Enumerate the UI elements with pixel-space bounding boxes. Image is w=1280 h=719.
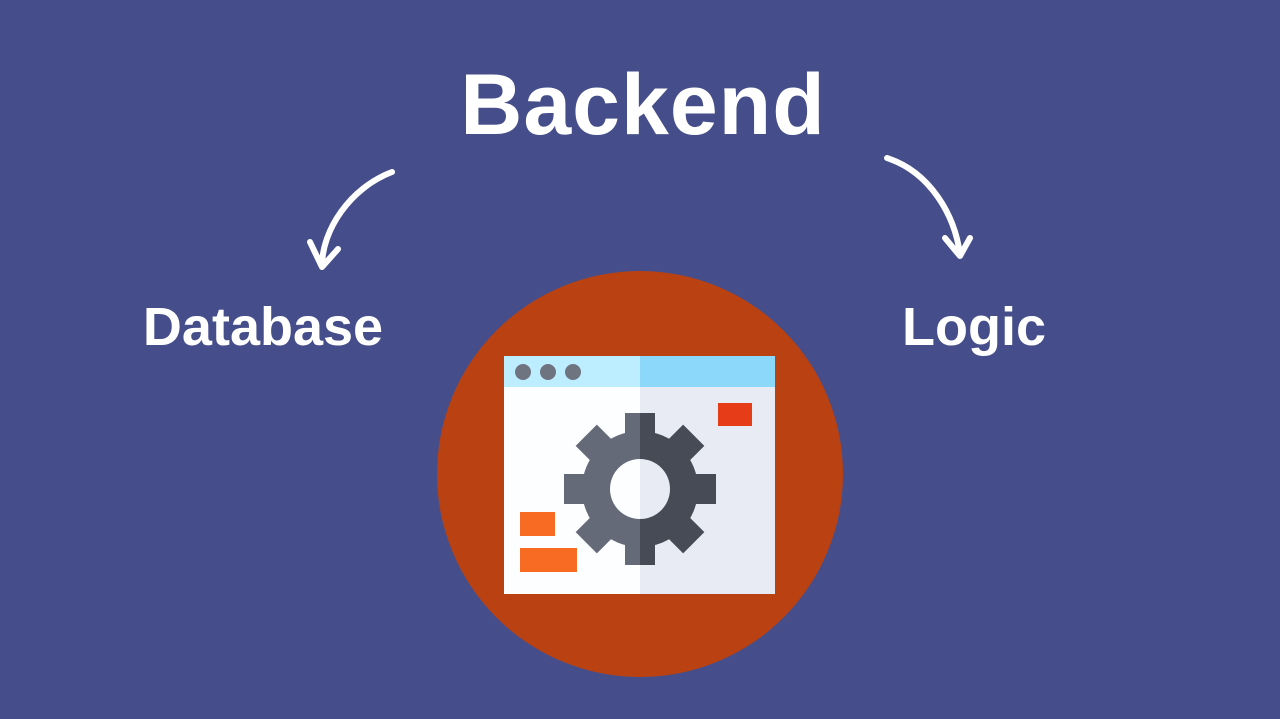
arrow-right-icon [884,155,973,259]
arrow-left-icon [307,169,395,270]
label-database: Database [142,297,384,357]
gear-icon [564,413,716,565]
label-logic: Logic [902,297,1046,357]
settings-window-icon [504,356,775,594]
title-backend: Backend [460,57,826,153]
